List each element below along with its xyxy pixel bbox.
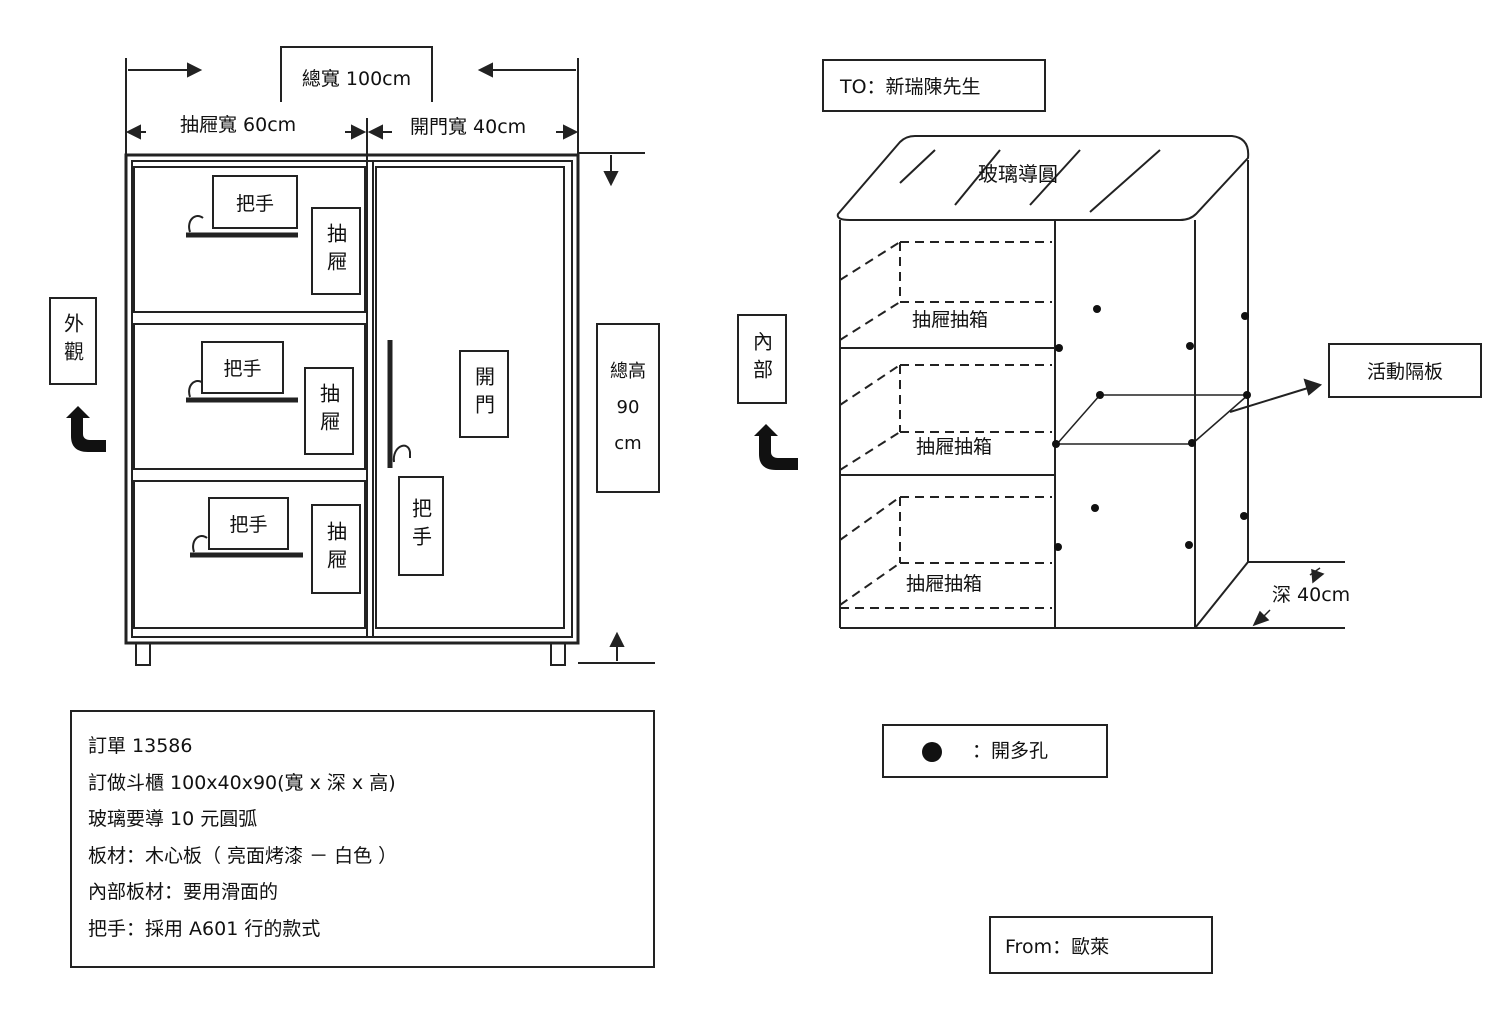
drawer-width-label: 抽屜寬 60cm	[180, 114, 297, 136]
recipient-label: TO：新瑞陳先生	[822, 59, 1046, 112]
total-height-label: 總高 90 cm	[596, 323, 660, 493]
order-line: 玻璃要導 10 元圓弧	[88, 808, 258, 830]
order-line: 訂做斗櫃 100x40x90(寬 x 深 x 高)	[88, 771, 396, 794]
order-line: 把手：採用 A601 行的款式	[88, 917, 321, 940]
interior-view-drawing	[836, 135, 1345, 629]
drawer-label: 抽屜	[304, 367, 354, 455]
sender-label: From：歐萊	[989, 916, 1213, 974]
drawer-box-label: 抽屜抽箱	[912, 309, 989, 331]
turn-arrow-icon	[754, 424, 798, 470]
hole-dots	[1052, 305, 1251, 551]
glass-edge-label: 玻璃導圓	[978, 162, 1058, 186]
depth-label: 深 40cm	[1272, 584, 1351, 606]
drawer-label: 抽屜	[311, 504, 361, 594]
total-width-label: 總寬 100cm	[280, 46, 433, 102]
order-line: 訂單 13586	[88, 735, 193, 757]
hole-dot-icon	[922, 742, 942, 762]
interior-side-label: 內部	[737, 314, 787, 404]
total-width-text: 總寬 100cm	[301, 68, 412, 90]
drawer-box-label: 抽屜抽箱	[916, 436, 993, 458]
order-line: 內部板材：要用滑面的	[88, 881, 279, 903]
handle-label: 把手	[201, 341, 284, 394]
exterior-side-label: 外觀	[49, 297, 97, 385]
handle-label: 把手	[212, 175, 298, 229]
door-handle-label: 把手	[398, 476, 444, 576]
order-notes: 訂單 13586 訂做斗櫃 100x40x90(寬 x 深 x 高) 玻璃要導 …	[70, 710, 655, 968]
order-line: 板材：木心板（ 亮面烤漆 － 白色 ）	[88, 844, 398, 867]
door-width-label: 開門寬 40cm	[410, 116, 527, 138]
adjustable-shelf-label: 活動隔板	[1328, 343, 1482, 398]
drawer-box-label: 抽屜抽箱	[906, 573, 983, 595]
legend: ：開多孔	[882, 724, 1108, 778]
door-label: 開門	[459, 350, 509, 438]
drawer-label: 抽屜	[311, 207, 361, 295]
handle-label: 把手	[208, 497, 289, 550]
adjustable-shelf	[1056, 394, 1249, 445]
turn-arrow-icon	[66, 406, 106, 452]
legend-text: ：開多孔	[972, 740, 1049, 762]
